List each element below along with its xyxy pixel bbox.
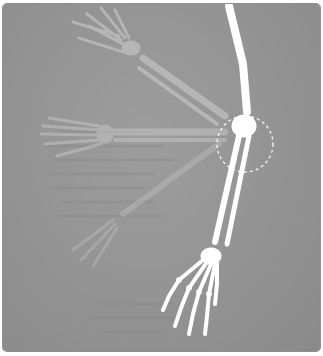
ghost-arm-raised-icon [73, 8, 225, 124]
ghost-arm-lowered-icon [73, 144, 219, 266]
illustration-panel [3, 4, 320, 351]
ghost-arm-horizontal-icon [41, 118, 225, 156]
arm-skeleton-icon [163, 6, 256, 334]
arm-skeleton-illustration [3, 4, 320, 351]
